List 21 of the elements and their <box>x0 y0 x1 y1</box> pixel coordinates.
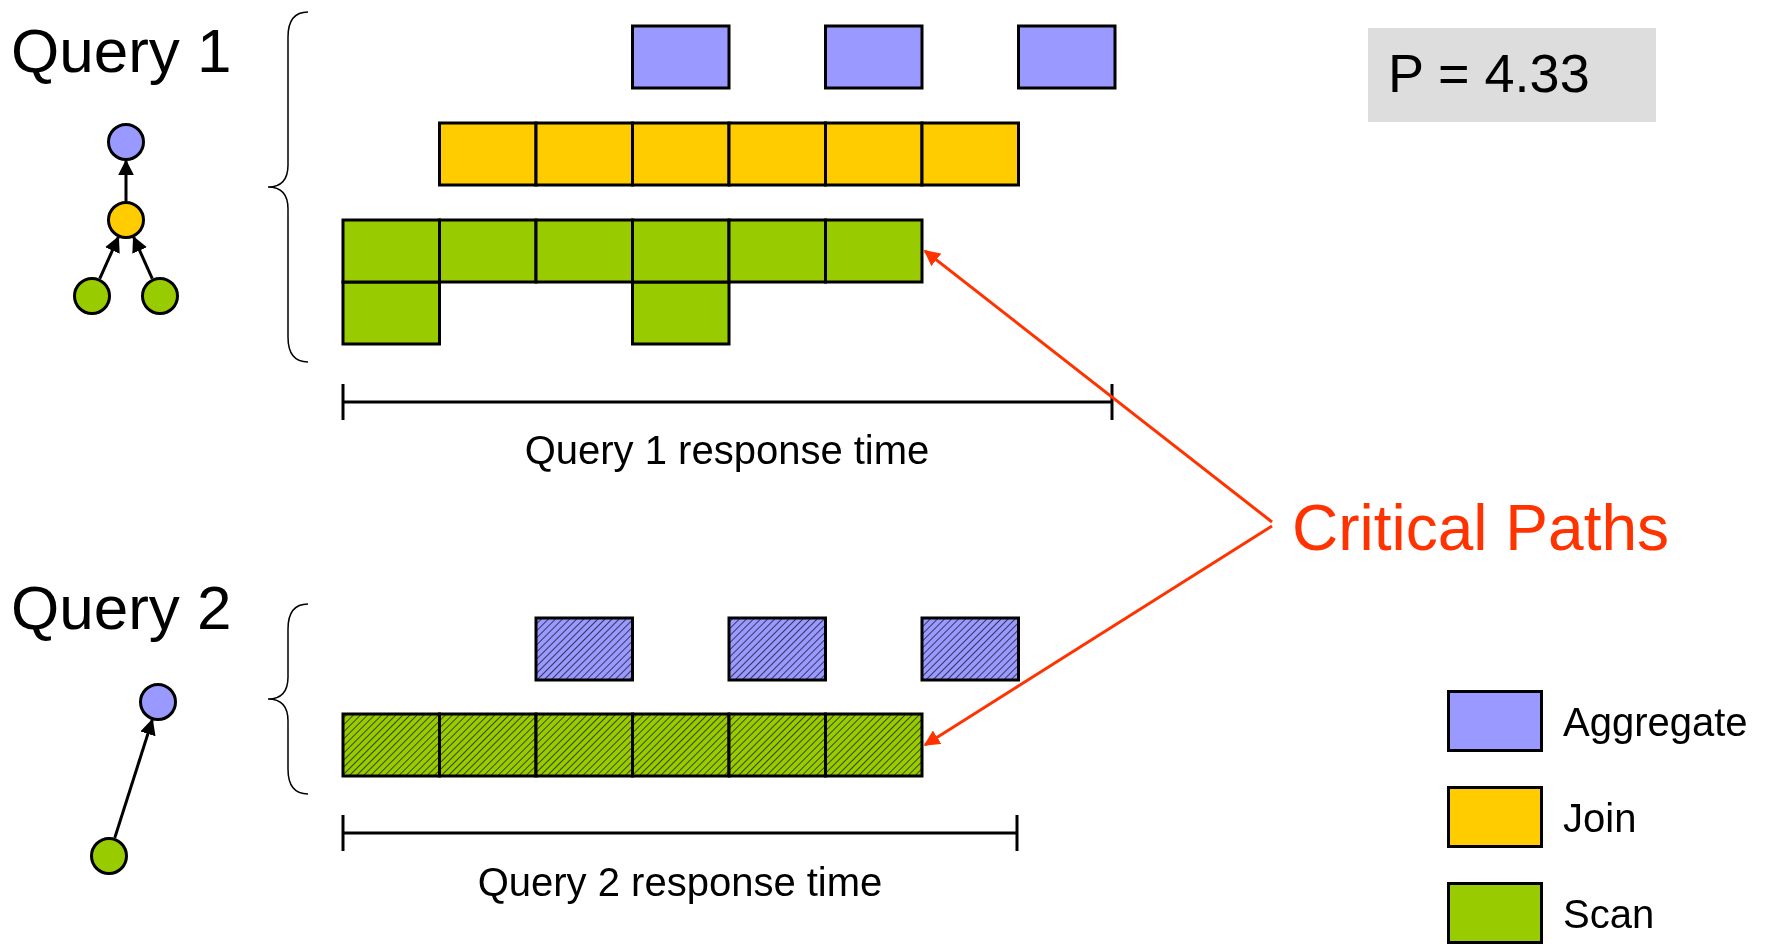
circle-node <box>141 277 179 315</box>
task-bar <box>341 712 924 778</box>
arrow <box>98 235 120 280</box>
legend-label: Join <box>1563 798 1637 838</box>
legend-label: Scan <box>1563 894 1655 934</box>
dimension-label: Query 2 response time <box>477 862 883 902</box>
callout-text: Critical Paths <box>1292 496 1669 560</box>
task-bar <box>341 218 924 284</box>
arrow <box>113 718 156 839</box>
circle-node <box>107 201 145 239</box>
circle-node <box>73 277 111 315</box>
legend-label: Aggregate <box>1563 702 1748 742</box>
circle-node <box>90 837 128 875</box>
circle-node <box>107 123 145 161</box>
leader-arrow <box>923 249 1273 524</box>
value-box: P = 4.33 <box>1368 28 1656 122</box>
dimension-label: Query 1 response time <box>524 430 930 470</box>
leader-arrow <box>923 524 1273 747</box>
arrow <box>132 235 154 280</box>
arrow <box>118 159 134 201</box>
circle-node <box>139 683 177 721</box>
